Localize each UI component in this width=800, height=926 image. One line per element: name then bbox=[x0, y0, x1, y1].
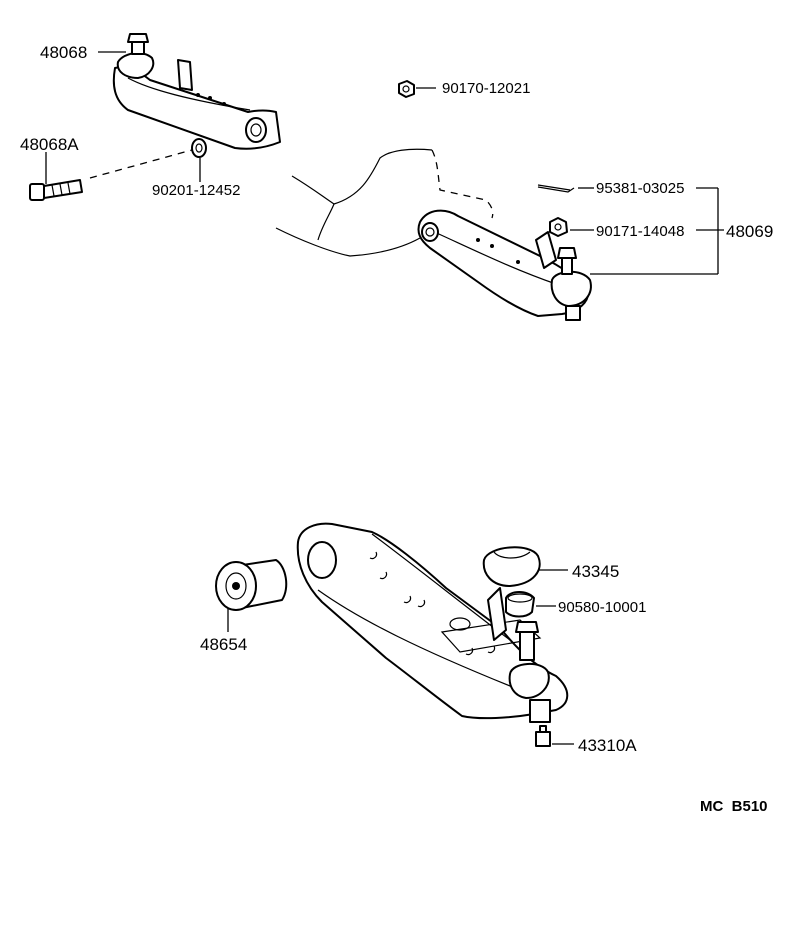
bushing-48654 bbox=[215, 559, 288, 611]
label-90170-12021: 90170-12021 bbox=[442, 80, 530, 97]
label-43310a: 43310A bbox=[578, 736, 637, 755]
label-43345: 43345 bbox=[572, 562, 619, 581]
label-95381-03025: 95381-03025 bbox=[596, 180, 684, 197]
label-90171-14048: 90171-14048 bbox=[596, 223, 684, 240]
label-48068: 48068 bbox=[40, 43, 87, 62]
label-48654: 48654 bbox=[200, 635, 247, 654]
washer-90201-12452 bbox=[191, 138, 207, 158]
label-48068a: 48068A bbox=[20, 135, 79, 154]
bump-stopper-43345 bbox=[482, 546, 541, 587]
part-90580-10001 bbox=[505, 591, 535, 618]
nut-90171-14048 bbox=[549, 217, 568, 237]
label-90580-10001: 90580-10001 bbox=[558, 599, 646, 616]
bolt-48068a bbox=[29, 179, 83, 201]
diagram-code: MC B510 bbox=[700, 798, 768, 815]
nut-90170-12021 bbox=[398, 80, 415, 98]
lower-ball-joint bbox=[508, 621, 551, 723]
leader-48069-bracket bbox=[590, 187, 724, 275]
lower-arm bbox=[296, 522, 569, 720]
upper-arm-48068 bbox=[112, 33, 281, 150]
bolt-axis-dashed bbox=[89, 149, 193, 179]
grease-fitting-43310a bbox=[535, 725, 551, 747]
label-48069: 48069 bbox=[726, 222, 773, 241]
label-90201-12452: 90201-12452 bbox=[152, 182, 240, 199]
lower-arm-48069 bbox=[417, 209, 592, 321]
frame-outline bbox=[275, 148, 494, 257]
cotter-pin-95381-03025 bbox=[537, 184, 575, 193]
